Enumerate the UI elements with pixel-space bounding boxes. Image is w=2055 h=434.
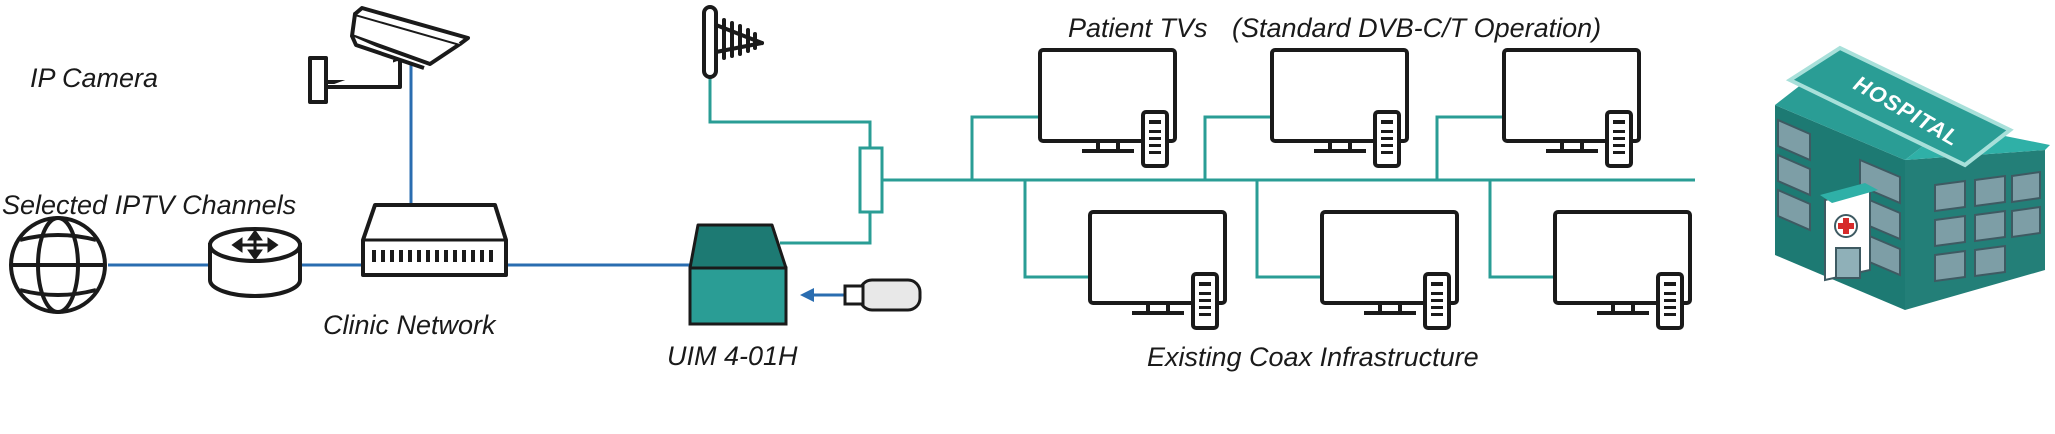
clinic-network-label: Clinic Network [323, 310, 497, 340]
network-switch-icon [361, 203, 508, 277]
patient-tvs-label: Patient TVs [1068, 13, 1208, 43]
coax-infrastructure-label: Existing Coax Infrastructure [1147, 342, 1479, 372]
selected-iptv-label: Selected IPTV Channels [2, 190, 296, 220]
patient-tv-top-1 [1038, 48, 1177, 168]
ip-camera-label: IP Camera [30, 63, 158, 93]
usb-stick-icon [843, 278, 922, 312]
patient-tv-bottom-2 [1320, 210, 1459, 330]
standard-operation-label: (Standard DVB-C/T Operation) [1232, 13, 1601, 43]
coax-lines [708, 75, 1695, 279]
patient-tv-bottom-1 [1088, 210, 1227, 330]
coax-splitter [858, 146, 884, 214]
patient-tv-bottom-3 [1553, 210, 1692, 330]
uim-device [688, 223, 788, 326]
patient-tv-top-2 [1270, 48, 1409, 168]
patient-tv-top-3 [1502, 48, 1641, 168]
router-icon [208, 227, 302, 298]
uim-label: UIM 4-01H [667, 341, 798, 371]
internet-globe-icon [9, 216, 107, 314]
antenna-icon [702, 5, 764, 79]
switch-ports [372, 250, 493, 262]
ip-camera-icon [308, 6, 470, 104]
hospital-building-icon: HOSPITAL [1775, 45, 2050, 310]
